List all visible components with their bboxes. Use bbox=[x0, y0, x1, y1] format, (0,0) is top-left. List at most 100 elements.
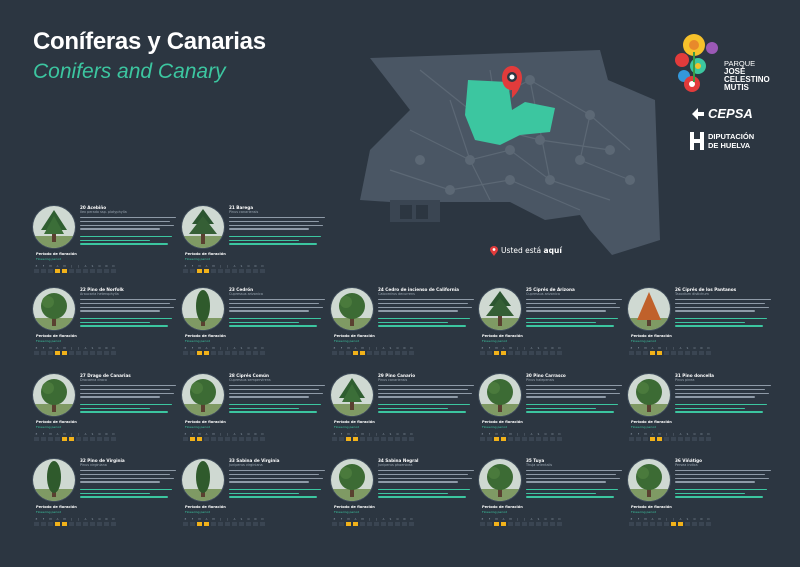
month-initial: J bbox=[71, 518, 72, 521]
month-initial: J bbox=[517, 433, 518, 436]
month-initial: M bbox=[495, 518, 498, 521]
month-initial: M bbox=[658, 518, 661, 521]
month-initial: M bbox=[361, 433, 364, 436]
month-cell bbox=[671, 522, 676, 526]
month-initial: S bbox=[91, 433, 94, 436]
month-cell bbox=[550, 437, 555, 441]
month-initial: M bbox=[198, 347, 201, 350]
month-cell bbox=[97, 269, 102, 273]
month-initial: J bbox=[369, 433, 370, 436]
month-cell bbox=[685, 437, 690, 441]
month-cell bbox=[650, 437, 655, 441]
flowering-sublabel: Flowering period bbox=[482, 510, 508, 514]
species-name: 21 Barega bbox=[229, 205, 254, 210]
month-cell bbox=[55, 522, 60, 526]
month-cell bbox=[374, 522, 379, 526]
month-initial: J bbox=[517, 518, 518, 521]
flowering-label: Período de floración bbox=[482, 334, 523, 338]
month-cell bbox=[232, 269, 237, 273]
month-cell bbox=[48, 522, 53, 526]
flowering-sublabel: Flowering period bbox=[185, 510, 211, 514]
month-cell bbox=[487, 522, 492, 526]
month-cell bbox=[239, 269, 244, 273]
month-initial: E bbox=[184, 518, 187, 521]
month-cell bbox=[650, 522, 655, 526]
month-cell bbox=[536, 437, 541, 441]
month-cell bbox=[699, 437, 704, 441]
month-cell bbox=[62, 437, 67, 441]
month-cell bbox=[643, 437, 648, 441]
month-cell bbox=[246, 269, 251, 273]
month-initial: J bbox=[666, 433, 667, 436]
month-initial: O bbox=[396, 347, 399, 350]
month-cell bbox=[706, 351, 711, 355]
month-cell bbox=[34, 269, 39, 273]
flowering-sublabel: Flowering period bbox=[482, 339, 508, 343]
month-cell bbox=[636, 522, 641, 526]
month-cell bbox=[557, 351, 562, 355]
month-cell bbox=[543, 522, 548, 526]
flowering-sublabel: Flowering period bbox=[185, 339, 211, 343]
month-initial: J bbox=[71, 433, 72, 436]
month-cell bbox=[494, 437, 499, 441]
month-cell bbox=[218, 269, 223, 273]
month-initial: O bbox=[247, 518, 250, 521]
month-initial: J bbox=[71, 265, 72, 268]
month-cell bbox=[685, 351, 690, 355]
month-cell bbox=[90, 437, 95, 441]
tree-photo bbox=[181, 373, 225, 417]
month-initial: S bbox=[389, 347, 392, 350]
month-initial: A bbox=[205, 518, 208, 521]
month-initial: N bbox=[254, 265, 257, 268]
month-initial: A bbox=[205, 265, 208, 268]
month-initial: D bbox=[558, 347, 561, 350]
species-name: 25 Ciprés de Arizona bbox=[526, 287, 575, 292]
month-initial: S bbox=[537, 518, 540, 521]
month-initial: M bbox=[212, 265, 215, 268]
month-initial: A bbox=[651, 518, 654, 521]
month-cell bbox=[692, 351, 697, 355]
month-cell bbox=[515, 437, 520, 441]
month-initial: E bbox=[481, 433, 484, 436]
month-initial: S bbox=[537, 347, 540, 350]
month-initial: A bbox=[233, 518, 236, 521]
month-cell bbox=[678, 437, 683, 441]
month-cell bbox=[367, 351, 372, 355]
month-cell bbox=[190, 351, 195, 355]
month-cell bbox=[197, 437, 202, 441]
flowering-label: Período de floración bbox=[185, 505, 226, 509]
month-initial: J bbox=[227, 518, 228, 521]
month-initial: M bbox=[63, 265, 66, 268]
park-map[interactable] bbox=[350, 40, 660, 270]
month-cell bbox=[97, 522, 102, 526]
month-initial: M bbox=[63, 347, 66, 350]
diputacion-logo-text: DIPUTACIÓN DE HUELVA bbox=[708, 132, 755, 150]
you-are-here-label: Usted está aquí bbox=[490, 246, 562, 256]
month-initial: J bbox=[78, 433, 79, 436]
month-initial: E bbox=[184, 347, 187, 350]
month-initial: S bbox=[91, 347, 94, 350]
month-initial: D bbox=[410, 347, 413, 350]
flowering-sublabel: Flowering period bbox=[185, 257, 211, 261]
month-cell bbox=[246, 437, 251, 441]
flowering-sublabel: Flowering period bbox=[36, 339, 62, 343]
month-initial: M bbox=[212, 433, 215, 436]
